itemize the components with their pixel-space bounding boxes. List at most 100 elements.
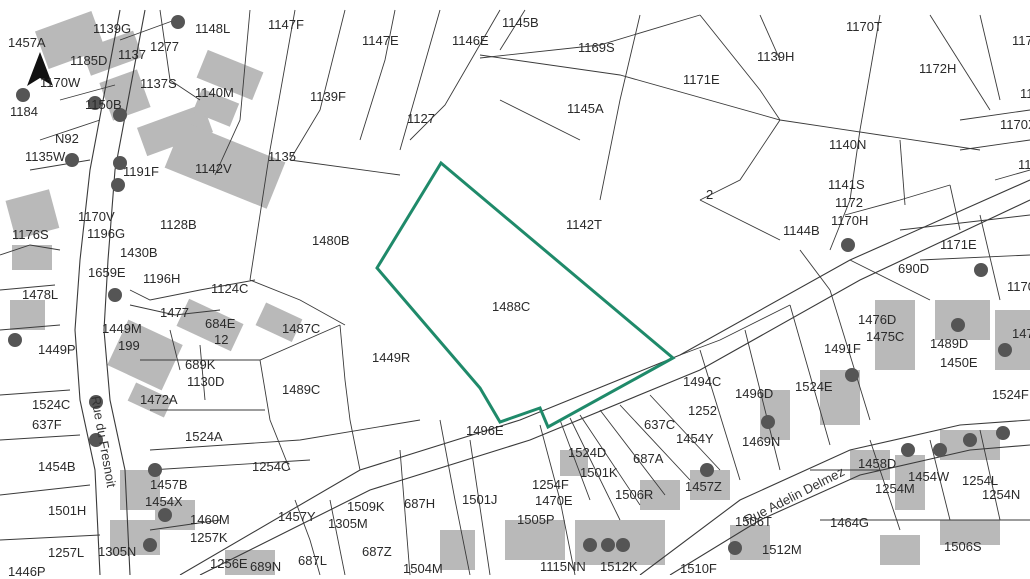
parcel-label: 1457Z (685, 479, 722, 494)
parcel-label: 1135W (25, 149, 66, 164)
parcel-label: 1524C (32, 397, 71, 412)
parcel-label: 1145B (502, 15, 539, 30)
parcel-label: 1169S (578, 40, 615, 55)
parcel-label: 1475C (866, 329, 905, 344)
parcel-label: 1142T (566, 217, 602, 232)
parcel-label: 1170K (1007, 279, 1030, 294)
parcel-label: 1457Y (278, 509, 316, 524)
parcel-label: 1137 (118, 47, 146, 62)
parcel-label: 1512M (762, 542, 802, 557)
parcel-label: 1449M (102, 321, 142, 336)
parcel-label: 687H (404, 496, 436, 511)
parcel-label: 1454B (38, 459, 76, 474)
parcel-label: 1454Y (676, 431, 714, 446)
parcel-label: 687L (298, 553, 327, 568)
parcel-label: 1454X (145, 494, 183, 509)
parcel-label: 1506T (735, 514, 772, 529)
parcel-label: 12 (214, 332, 229, 347)
parcel-label: 1509K (347, 499, 385, 514)
parcel-label: 1140N (829, 137, 867, 152)
parcel-label: 1171E (940, 237, 977, 252)
parcel-label: 1505P (517, 512, 555, 527)
parcel-label: 1148L (195, 21, 231, 36)
parcel-label: 1489D (930, 336, 969, 351)
parcel-label: 1257K (190, 530, 228, 545)
parcel-label: 1449P (38, 342, 76, 357)
parcel-label: 1144B (783, 223, 820, 238)
parcel-label: 1488C (492, 299, 531, 314)
parcel-label: 1449R (372, 350, 411, 365)
parcel-label: 1469N (742, 434, 781, 449)
parcel-label: 1491F (824, 341, 861, 356)
house-number-markers (8, 15, 1012, 555)
parcel-label: 1257L (48, 545, 85, 560)
parcel-label: 1141S (828, 177, 865, 192)
parcel-label: 1446P (8, 564, 46, 579)
parcel-label: 1524D (568, 445, 607, 460)
parcel-label: 1430B (120, 245, 158, 260)
parcel-label: 1139G (93, 21, 132, 36)
parcel-label: 1476D (858, 312, 897, 327)
parcel-label: 1124C (211, 281, 249, 296)
parcel-label: 1130D (187, 374, 225, 389)
parcel-label: 1524E (795, 379, 833, 394)
parcel-label: 1277 (150, 39, 179, 54)
parcel-label: 1145A (567, 101, 604, 116)
parcel-label: 1170W (40, 75, 81, 90)
parcel-label: 1185D (70, 53, 108, 68)
parcel-label: 1115NN (540, 559, 586, 574)
parcel-label: 1478A (1012, 326, 1030, 341)
buildings (5, 10, 1030, 575)
parcel-label: 1464G (830, 515, 870, 530)
parcel-label: 1139F (310, 89, 346, 104)
parcel-label: 1496D (735, 386, 774, 401)
parcel-label: 1147F (268, 17, 304, 32)
parcel-label: 687Z (362, 544, 392, 559)
parcel-label: 1184 (10, 104, 38, 119)
parcel-label: 1501J (462, 492, 498, 507)
parcel-label: 687A (633, 451, 664, 466)
parcel-label: 1460M (190, 512, 230, 527)
parcel-label: 1480B (312, 233, 350, 248)
parcel-label: 1478L (22, 287, 59, 302)
parcel-label: 1140M (195, 85, 234, 100)
parcel-label: 1254N (982, 487, 1021, 502)
parcel-label: 1524A (185, 429, 223, 444)
parcel-label: 1487C (282, 321, 321, 336)
parcel-label: 1489C (282, 382, 321, 397)
parcel-label: N92 (55, 131, 79, 146)
parcel-label: 1305N (98, 544, 137, 559)
parcel-label: 1147E (362, 33, 399, 48)
parcel-boundaries (0, 9, 1030, 575)
parcel-label: 1170V (78, 209, 115, 224)
parcel-label: 199 (118, 338, 140, 353)
parcel-label: 1305M (328, 516, 368, 531)
parcel-label: 1524F (992, 387, 1029, 402)
parcel-label: 1659E (88, 265, 126, 280)
parcel-label: 1254M (875, 481, 915, 496)
parcel-label: 1504M (403, 561, 443, 576)
parcel-label: 637F (32, 417, 62, 432)
parcel-label: 1501H (48, 503, 87, 518)
parcel-label: 1176S (12, 227, 49, 242)
parcel-label: 1458D (858, 456, 897, 471)
parcel-label: 1172F (1012, 33, 1030, 48)
parcel-label: 684E (205, 316, 236, 331)
parcel-label: 1170X (1000, 117, 1030, 132)
parcel-label: 1450E (940, 355, 978, 370)
parcel-label: 1137S (140, 76, 177, 91)
parcel-label: 2 (706, 187, 714, 202)
parcel-label: 1454W (908, 469, 950, 484)
parcel-label: 1470E (535, 493, 573, 508)
parcel-label: 1191F (123, 164, 159, 179)
parcel-label: 1254C (252, 459, 291, 474)
parcel-label: 1472A (140, 392, 178, 407)
roads (74, 9, 1030, 575)
parcel-label: 1146F (1020, 86, 1030, 101)
parcel-label: 1139H (757, 49, 795, 64)
parcel-label: 1171E (683, 72, 720, 87)
parcel-label: 1494C (683, 374, 722, 389)
north-arrow-icon (27, 52, 53, 86)
parcel-label: 689N (250, 559, 282, 574)
